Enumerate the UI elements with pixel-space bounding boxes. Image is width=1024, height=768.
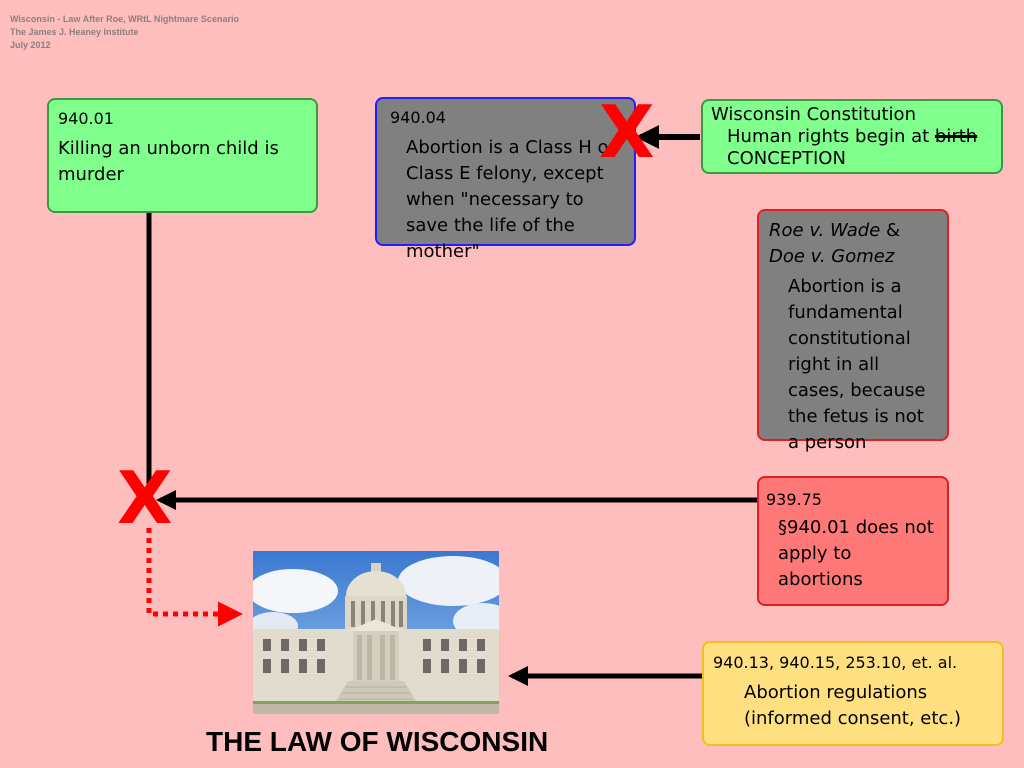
law-of-wisconsin-title: THE LAW OF WISCONSIN	[206, 726, 549, 757]
box-wisconsin-constitution: Wisconsin Constitution Human rights begi…	[701, 99, 1003, 174]
roe-cases-line1: Roe v. Wade &	[769, 218, 937, 244]
cross-mark-940-01: X	[117, 456, 173, 540]
case-ampersand: &	[880, 220, 901, 241]
text-regulations: Abortion regulations (informed consent, …	[744, 682, 962, 729]
text-940-04: Abortion is a Class H or Class E felony,…	[406, 137, 616, 262]
header-title: Wisconsin - Law After Roe, WRtL Nightmar…	[10, 14, 239, 24]
box-940-04: 940.04 Abortion is a Class H or Class E …	[375, 97, 636, 262]
header-institute: The James J. Heaney Institute	[10, 27, 139, 37]
slide-header: Wisconsin - Law After Roe, WRtL Nightmar…	[10, 13, 239, 52]
constitution-prefix: Human rights begin at	[727, 126, 935, 147]
box-roe-v-wade: Roe v. Wade & Doe v. Gomez Abortion is a…	[757, 209, 949, 453]
case-doe-v-gomez: Doe v. Gomez	[769, 246, 895, 267]
text-940-01: Killing an unborn child is murder	[58, 138, 279, 185]
box-940-01: 940.01 Killing an unborn child is murder	[47, 98, 318, 213]
code-940-01: 940.01	[58, 109, 114, 128]
code-regulations: 940.13, 940.15, 253.10, et. al.	[713, 653, 958, 672]
text-939-75: §940.01 does not apply to abortions	[778, 517, 934, 590]
constitution-line: Human rights begin at birth	[711, 126, 993, 148]
header-date: July 2012	[10, 40, 51, 50]
struck-word-birth: birth	[934, 126, 978, 147]
box-939-75: 939.75 §940.01 does not apply to abortio…	[757, 476, 949, 606]
dotted-arrow-to-law	[146, 528, 243, 627]
code-940-04: 940.04	[390, 108, 446, 127]
roe-text: Abortion is a fundamental constitutional…	[788, 276, 926, 453]
wisconsin-capitol-image	[253, 551, 499, 714]
box-abortion-regulations: 940.13, 940.15, 253.10, et. al. Abortion…	[702, 641, 1004, 746]
cross-mark-940-04: X	[599, 90, 655, 174]
code-939-75: 939.75	[766, 490, 822, 509]
constitution-replacement: CONCEPTION	[727, 148, 846, 169]
constitution-title: Wisconsin Constitution	[711, 104, 916, 125]
case-roe-v-wade: Roe v. Wade	[769, 220, 881, 241]
